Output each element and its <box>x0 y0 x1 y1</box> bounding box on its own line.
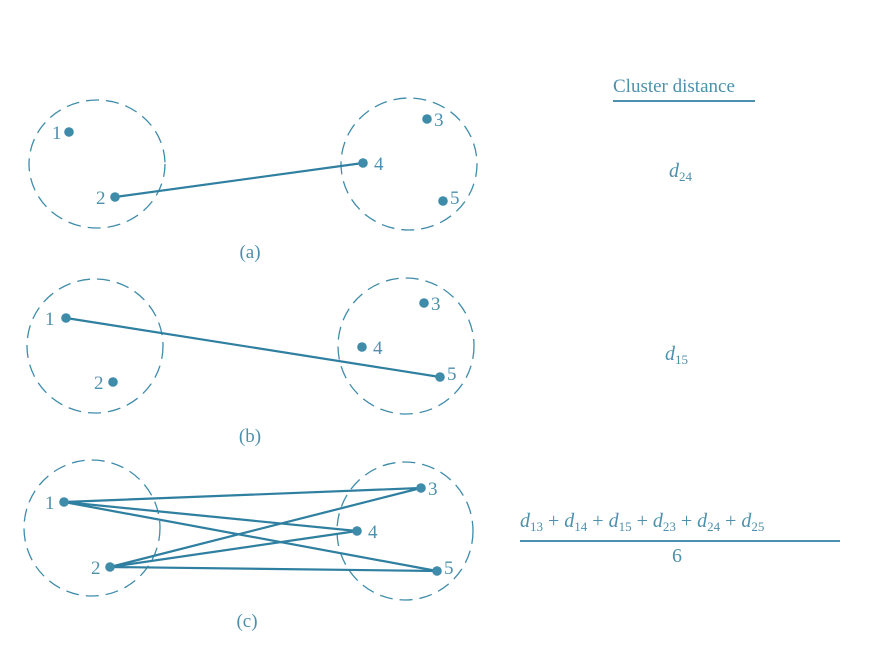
point-5 <box>438 196 448 206</box>
point-label-4: 4 <box>374 154 384 175</box>
point-label-4: 4 <box>368 522 378 543</box>
point-label-2: 2 <box>91 558 101 579</box>
point-label-3: 3 <box>428 479 438 500</box>
point-label-2: 2 <box>94 373 104 394</box>
average-distance-denominator: 6 <box>672 545 682 567</box>
point-label-1: 1 <box>52 123 62 144</box>
distance-term-13: d13 <box>520 510 543 534</box>
plus-operator: + <box>543 510 565 532</box>
point-label-3: 3 <box>434 110 444 131</box>
distance-term-23: d23 <box>652 510 676 534</box>
cluster-left-boundary <box>23 459 161 597</box>
point-5 <box>435 372 445 382</box>
panel-b: 1 2 3 4 5 (b) <box>26 277 475 447</box>
panel-c: 1 2 3 4 5 (c) <box>23 459 474 632</box>
distance-term-15: d15 <box>608 510 632 534</box>
point-label-5: 5 <box>447 364 457 385</box>
distance-term-24: d24 <box>697 510 721 534</box>
point-label-5: 5 <box>444 558 454 579</box>
edge-2-4 <box>113 161 365 199</box>
distance-b: d15 <box>665 343 688 367</box>
plus-operator: + <box>631 510 653 532</box>
cluster-right-boundary <box>336 461 474 601</box>
point-2 <box>108 377 118 387</box>
point-3 <box>416 483 426 493</box>
point-2 <box>110 192 120 202</box>
average-distance-numerator: d13 + d14 + d15 + d23 + d24 + d25 <box>520 510 764 535</box>
point-2 <box>105 562 115 572</box>
point-label-5: 5 <box>450 188 460 209</box>
edge-1-5 <box>64 316 442 379</box>
point-label-4: 4 <box>373 338 383 359</box>
panel-caption: (a) <box>239 242 260 263</box>
plus-operator: + <box>587 510 609 532</box>
panel-a: 1 2 3 4 5 (a) <box>28 97 478 263</box>
fraction-bar <box>520 540 840 542</box>
panel-caption: (b) <box>239 426 261 447</box>
point-3 <box>422 114 432 124</box>
plus-operator: + <box>675 510 698 532</box>
point-3 <box>419 298 429 308</box>
point-4 <box>352 526 362 536</box>
point-1 <box>59 497 69 507</box>
header-underline <box>613 100 755 102</box>
edge-1-3 <box>62 486 423 504</box>
edge-2-4 <box>108 529 359 569</box>
cluster-left-boundary <box>28 99 166 229</box>
cluster-right-boundary <box>337 277 475 415</box>
distance-a: d24 <box>669 160 692 184</box>
point-label-2: 2 <box>96 188 106 209</box>
cluster-right-boundary <box>340 97 478 231</box>
plus-operator: + <box>720 510 742 532</box>
point-label-1: 1 <box>45 309 55 330</box>
edge-2-5 <box>108 565 439 573</box>
cluster-distance-header: Cluster distance <box>613 76 735 97</box>
distance-term-14: d14 <box>564 510 588 534</box>
edge-1-4 <box>62 500 359 533</box>
point-label-1: 1 <box>45 493 55 514</box>
point-1 <box>64 127 74 137</box>
point-4 <box>357 342 367 352</box>
point-5 <box>432 566 442 576</box>
edge-1-5 <box>62 500 439 573</box>
point-4 <box>358 158 368 168</box>
cluster-left-boundary <box>26 278 164 414</box>
point-label-3: 3 <box>431 294 441 315</box>
edge-2-3 <box>108 486 423 569</box>
distance-term-25: d25 <box>741 510 765 534</box>
panel-caption: (c) <box>236 611 257 632</box>
point-1 <box>61 313 71 323</box>
